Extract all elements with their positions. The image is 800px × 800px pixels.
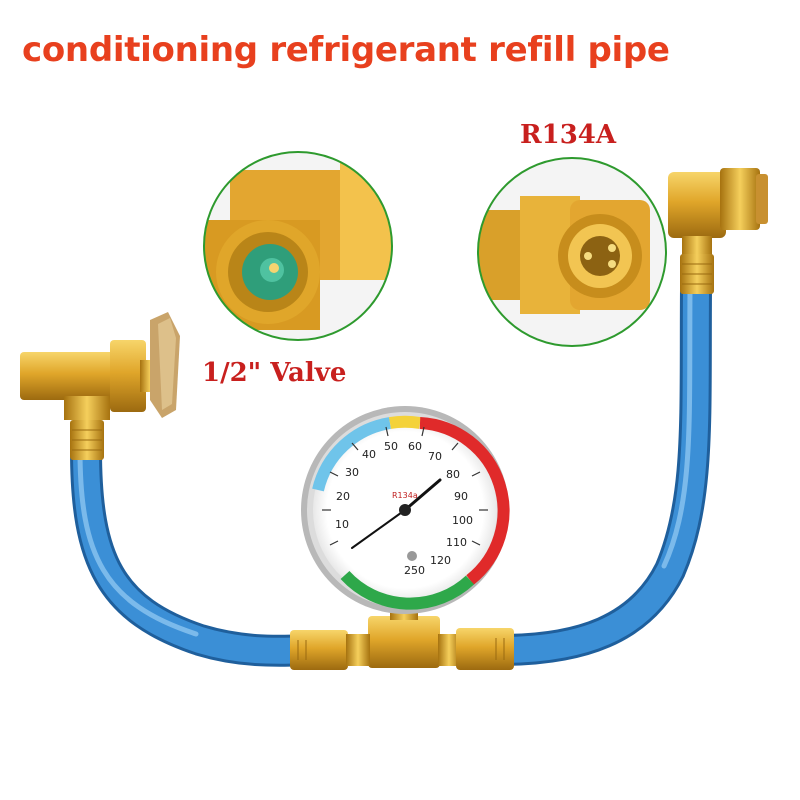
detail-circle-valve bbox=[203, 151, 393, 341]
product-title: conditioning refrigerant refill pipe bbox=[22, 30, 670, 70]
gauge-tick-50: 50 bbox=[384, 440, 398, 453]
pressure-gauge: 10 20 30 40 50 60 70 80 90 100 110 120 2… bbox=[301, 406, 510, 614]
gauge-tick-90: 90 bbox=[454, 490, 468, 503]
hose-left bbox=[70, 434, 336, 667]
gauge-tick-40: 40 bbox=[362, 448, 376, 461]
quick-coupler bbox=[668, 168, 768, 294]
gauge-tick-120: 120 bbox=[430, 554, 451, 567]
gauge-tick-70: 70 bbox=[428, 450, 442, 463]
gauge-tick-30: 30 bbox=[345, 466, 359, 479]
gauge-brand: R134a bbox=[392, 491, 418, 500]
gauge-tick-100: 100 bbox=[452, 514, 473, 527]
gauge-tick-60: 60 bbox=[408, 440, 422, 453]
hose-right bbox=[484, 274, 712, 666]
gauge-tick-80: 80 bbox=[446, 468, 460, 481]
gauge-tick-10: 10 bbox=[335, 518, 349, 531]
refrigerant-label: R134A bbox=[520, 120, 617, 150]
valve-fitting bbox=[20, 312, 180, 460]
valve-label: 1/2" Valve bbox=[202, 358, 347, 388]
gauge-tick-250: 250 bbox=[404, 564, 425, 577]
t-connector bbox=[290, 598, 514, 670]
gauge-tick-20: 20 bbox=[336, 490, 350, 503]
detail-circle-coupler bbox=[477, 157, 667, 347]
gauge-tick-110: 110 bbox=[446, 536, 467, 549]
